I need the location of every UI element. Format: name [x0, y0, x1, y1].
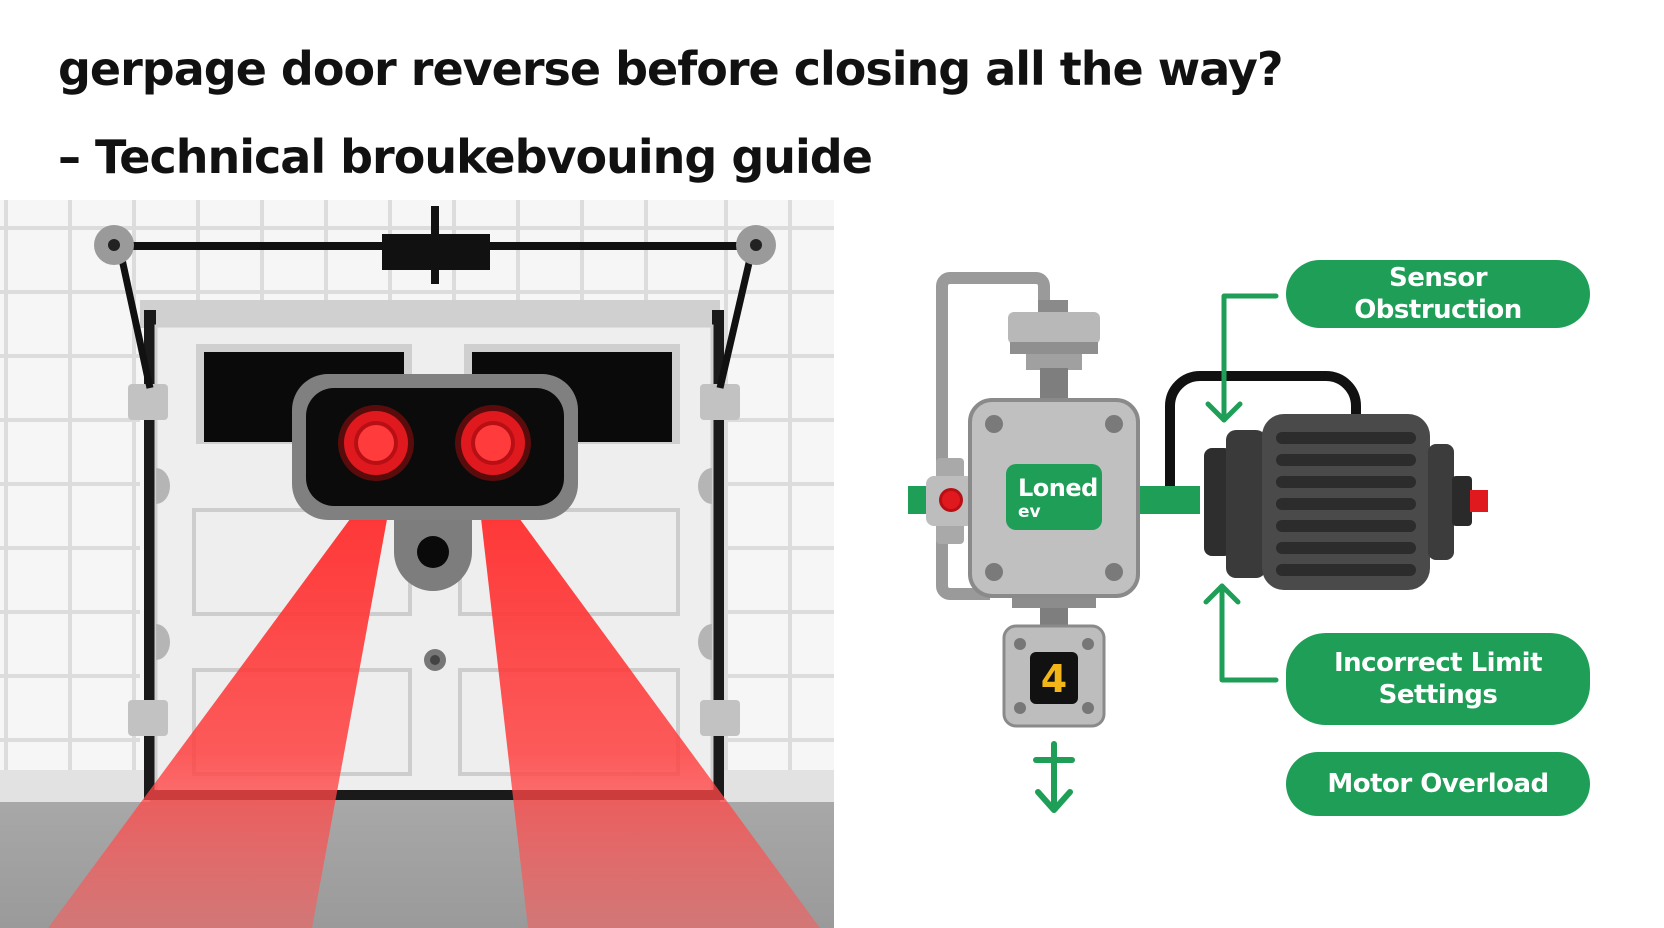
- control-box: [968, 398, 1140, 598]
- door-threshold-line: [150, 790, 720, 800]
- pill-motor-bg: [1286, 752, 1590, 816]
- safety-sensor-unit: [292, 374, 578, 591]
- opener-mechanism: [908, 272, 1488, 813]
- down-arrow-icon: [1033, 741, 1075, 813]
- label-motor-overload: Motor Overload: [1327, 769, 1549, 799]
- label-incorrect-limit-settings: Incorrect Limit Settings: [1333, 648, 1543, 710]
- sensor-beam-right: [478, 492, 820, 928]
- counter-digit: 4: [1040, 657, 1068, 701]
- control-box-label-main: Loned: [1018, 474, 1098, 502]
- connector-limit: [1203, 583, 1279, 683]
- page-title: gerpage door reverse before closing all …: [58, 42, 1284, 96]
- control-box-label-sub: ev: [1018, 502, 1041, 522]
- label-sensor-obstruction: Sensor Obstruction: [1354, 263, 1522, 325]
- sensor-camera-icon: [417, 536, 449, 568]
- garage-scene: [0, 200, 834, 928]
- electric-motor: [1204, 414, 1488, 590]
- opener-rail: [94, 206, 776, 389]
- connector-sensor: [1205, 293, 1279, 423]
- counter-module: [1002, 624, 1106, 728]
- valve-assembly: [1008, 300, 1100, 402]
- door-header: [140, 300, 720, 328]
- pill-limit-bg: [1286, 633, 1590, 725]
- motor-cable: [1165, 371, 1361, 486]
- page-subtitle: – Technical broukebvouing guide: [58, 130, 873, 184]
- control-box-label: [1006, 464, 1102, 530]
- pill-sensor-bg: [1286, 260, 1590, 328]
- motor-tip-red: [1470, 490, 1488, 512]
- sensor-beam-left: [48, 492, 392, 928]
